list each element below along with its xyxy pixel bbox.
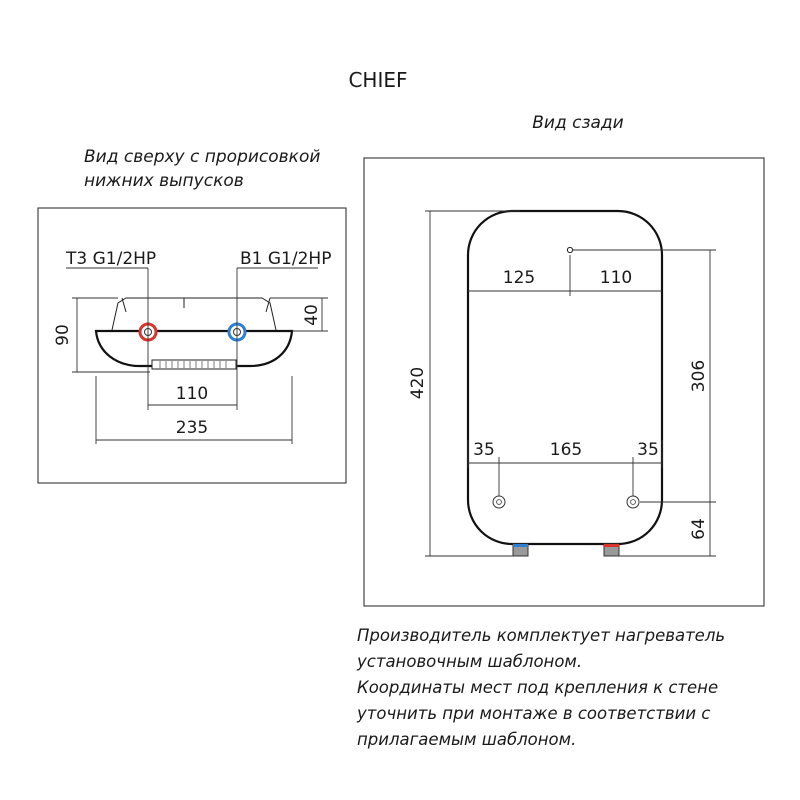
dimension-top-depth-value: 40 — [302, 304, 322, 326]
dimension-margin-right-value: 35 — [637, 440, 659, 460]
cold-outlet-label: B1 G1/2HP — [240, 249, 331, 269]
page-title: CHIEF — [348, 68, 407, 92]
note-line-1: Производитель комплектует нагреватель — [357, 626, 726, 645]
top-view-drawing — [66, 267, 318, 410]
back-view-frame — [363, 157, 765, 607]
dimension-bottom — [619, 502, 716, 557]
bottom-hole-left-icon — [492, 495, 506, 509]
heater-body — [466, 209, 664, 546]
note-line-3: Координаты мест под крепления к стене — [357, 678, 719, 697]
dimension-left-to-point-value: 125 — [503, 268, 535, 288]
dimension-top-width-value: 235 — [176, 418, 208, 438]
bottom-hole-right-icon — [626, 495, 640, 509]
dimension-mount-value: 306 — [689, 360, 709, 392]
top-view-bracket — [111, 297, 277, 331]
top-view-vent — [151, 359, 237, 370]
dimension-top-height-value: 90 — [53, 324, 73, 346]
dimension-point-to-right-value: 110 — [600, 268, 632, 288]
dimension-bottom-value: 64 — [689, 518, 709, 540]
dimension-mount — [573, 249, 716, 503]
dimension-back-top — [468, 255, 662, 296]
note-line-2: установочным шаблоном. — [357, 652, 583, 671]
top-view-caption-line2: нижних выпусков — [84, 171, 244, 191]
dimension-top-width — [95, 376, 293, 444]
installation-note: Производитель комплектует нагреватель ус… — [357, 623, 797, 753]
top-view-caption-line1: Вид сверху с прорисовкой — [84, 147, 320, 167]
dimension-margin-left-value: 35 — [473, 440, 495, 460]
dimension-back-height — [425, 210, 520, 557]
hot-outlet-label: T3 G1/2HP — [65, 249, 156, 269]
dimension-between-value: 165 — [550, 440, 582, 460]
dimension-pipes-value: 110 — [176, 384, 208, 404]
dimension-back-height-value: 420 — [408, 367, 428, 399]
top-view-frame — [37, 207, 347, 484]
note-line-4: уточнить при монтаже в соответствии с — [357, 704, 711, 723]
dimension-top-height — [72, 297, 150, 373]
back-view-caption: Вид сзади — [532, 113, 623, 133]
mount-point-icon — [566, 246, 574, 254]
back-view-drawing — [466, 209, 664, 557]
note-line-5: прилагаемым шаблоном. — [357, 730, 577, 749]
dimension-back-bottom — [467, 440, 663, 496]
dimension-top-depth — [270, 297, 328, 332]
